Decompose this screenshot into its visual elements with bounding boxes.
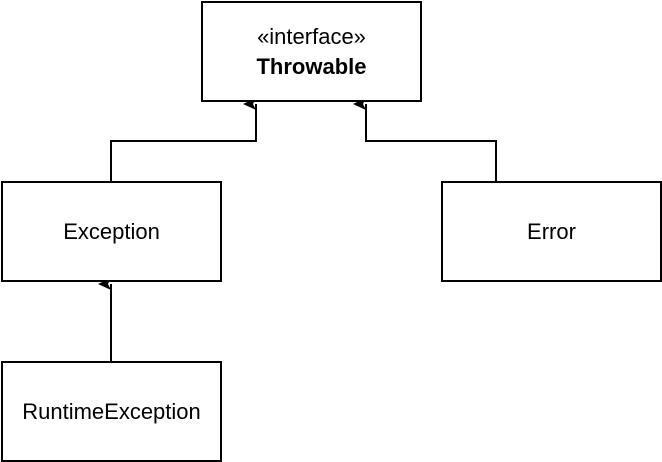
node-exception[interactable]: Exception <box>1 181 222 282</box>
node-throwable-label: Throwable <box>256 53 367 79</box>
node-exception-label: Exception <box>63 218 160 244</box>
node-runtime-exception-label: RuntimeException <box>22 398 201 424</box>
node-throwable[interactable]: «interface» Throwable <box>201 1 422 102</box>
edge-error-to-throwable <box>353 98 497 181</box>
node-error-label: Error <box>527 218 576 244</box>
node-error[interactable]: Error <box>441 181 662 282</box>
edge-exception-to-throwable <box>110 98 257 181</box>
node-runtime-exception[interactable]: RuntimeException <box>1 361 222 462</box>
node-throwable-stereotype: «interface» <box>257 23 366 49</box>
